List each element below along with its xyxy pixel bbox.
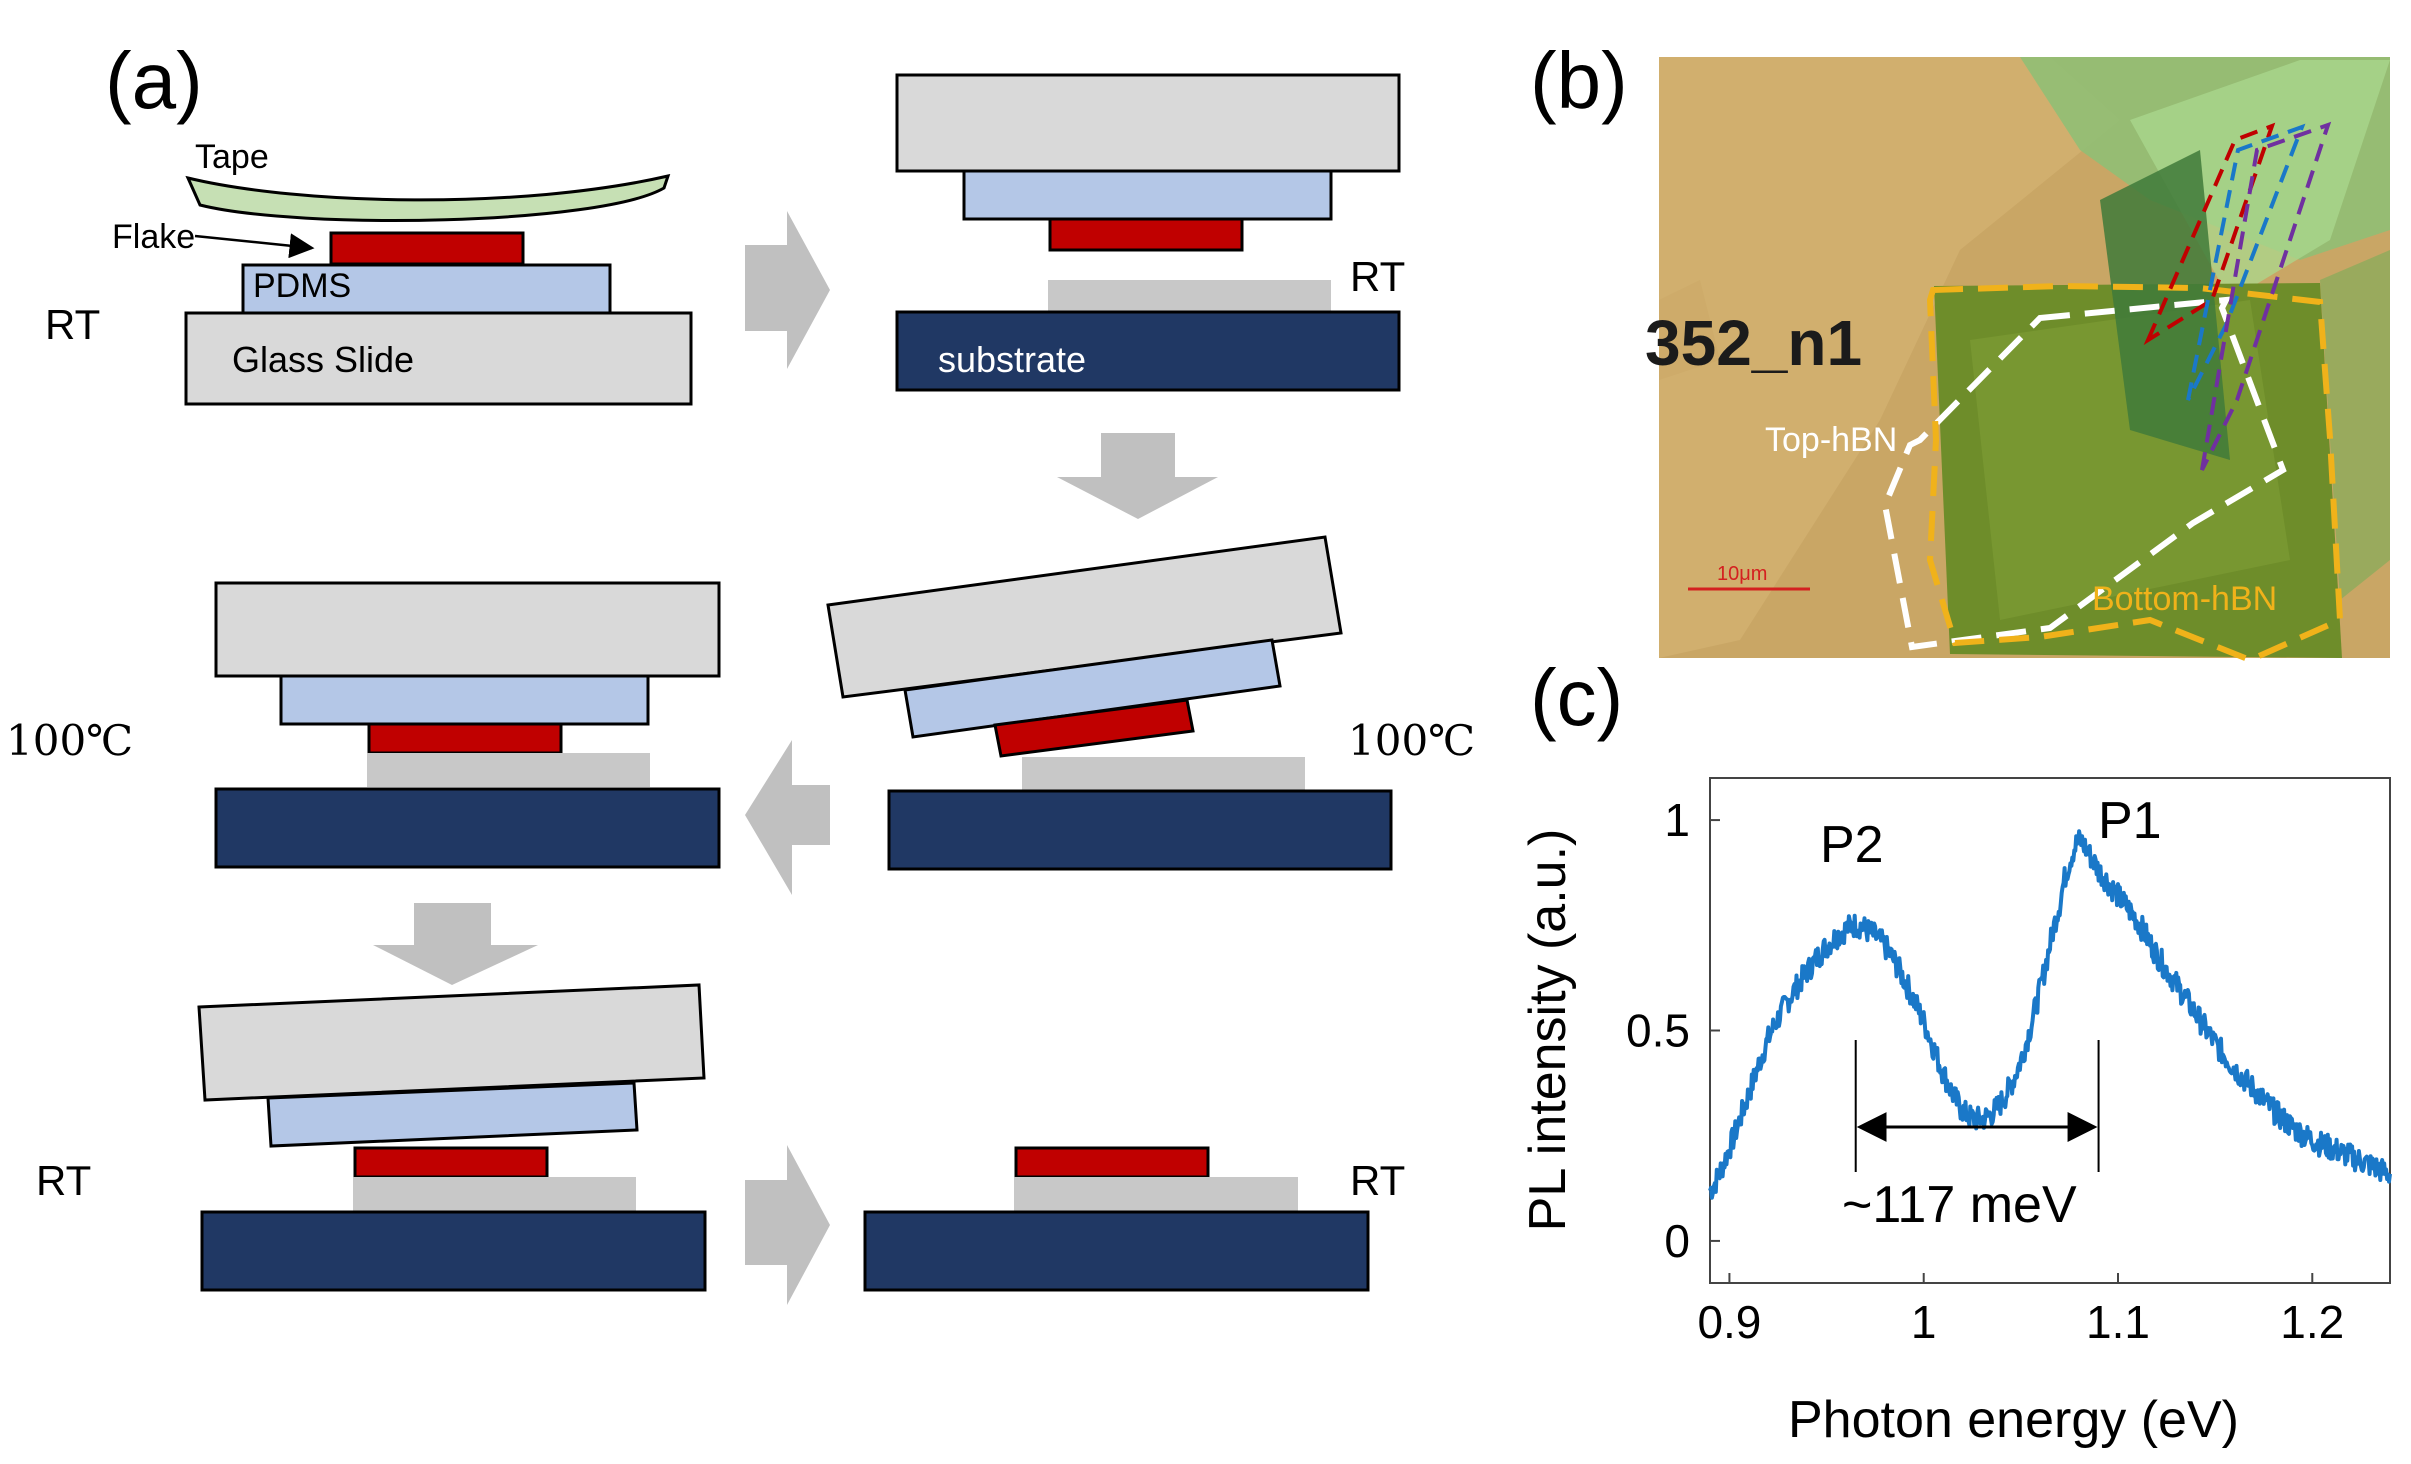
arrow-left-icon [745,740,830,895]
separation-label: ~117 meV [1842,1176,2077,1234]
pl-spectrum-chart: 0.9 1 1.1 1.2 0 0.5 1 P1 P2 ~117 meV Photon en… [1519,777,2392,1449]
arrow-right-icon [745,1145,830,1305]
x-tick-label: 0.9 [1697,1296,1761,1348]
panel-c-label: (c) [1530,653,1623,742]
glass-slide-block [826,535,1343,699]
substrate-label: substrate [938,339,1086,380]
flake-shape [1048,217,1244,252]
optical-micrograph: 352_n1 Top-hBN Bottom-hBN 10μm [1645,57,2390,664]
arrow-down-icon [1057,433,1218,519]
y-axis-label: PL intensity (a.u.) [1519,829,1577,1232]
bottom-hbn-outline [1926,282,2344,664]
step1-stack: Tape Flake PDMS Glass Slide RT [45,138,693,406]
flake-shape [353,1146,549,1179]
panel-a-label: (a) [105,36,203,125]
pdms-label: PDMS [253,267,351,305]
tape-label: Tape [195,138,269,176]
x-tick-label: 1.1 [2086,1296,2150,1348]
arrow-right-icon [745,211,830,369]
peak-label-p2: P2 [1820,816,1884,874]
substrate-block [200,1210,707,1292]
temp-label-step4: 100℃ [6,716,133,765]
scale-bar-label: 10μm [1717,563,1767,585]
flake-outline-red [2143,122,2276,346]
flake-label: Flake [112,218,195,256]
pdms-block [279,674,650,726]
sample-id-text: 352_n1 [1645,307,1862,379]
temp-label-step3: 100℃ [1348,716,1475,765]
flake-pointer-arrow [194,233,315,259]
pdms-block [266,1081,639,1148]
step3-stack: 100℃ [826,535,1475,871]
glass-slide-block [197,983,706,1102]
peak-label-p1: P1 [2098,792,2162,850]
hbn-flake [353,1177,636,1211]
flake-shape [367,722,563,755]
y-tick-label: 1 [1664,794,1690,846]
top-hbn-label: Top-hBN [1765,421,1897,459]
x-tick-label: 1 [1911,1296,1937,1348]
temp-label-step1: RT [45,301,100,348]
pdms-block [962,169,1333,221]
process-arrows [373,211,1218,1305]
y-tick-label: 0 [1664,1215,1690,1267]
substrate-block [863,1210,1370,1292]
x-tick-label: 1.2 [2280,1296,2344,1348]
glass-slide-label: Glass Slide [232,339,414,380]
substrate-block [887,789,1393,871]
hbn-flake [1048,280,1331,314]
hbn-flake [367,753,650,787]
arrow-down-icon [373,903,538,985]
flake-shape [1014,1146,1210,1179]
series-line [1708,829,2392,1200]
glass-slide-block [184,311,693,406]
flake-shape [329,231,525,266]
glass-slide-block [895,73,1401,173]
panel-b-label: (b) [1530,36,1628,125]
top-hbn-outline [1881,296,2287,651]
temp-label-step6: RT [1350,1157,1405,1204]
temp-label-step2: RT [1350,253,1405,300]
step2-stack: substrate RT [895,73,1405,392]
step4-stack: 100℃ [6,581,721,869]
hbn-flake [1022,757,1305,791]
flake-outline-purple [2200,121,2332,471]
plot-frame [1709,777,2391,1284]
pdms-block [903,638,1282,739]
glass-slide-block [214,581,721,678]
flake-outline-blue [2186,123,2306,401]
substrate-block [214,787,721,869]
step6-stack: RT [863,1146,1405,1292]
pdms-block [241,263,612,315]
bottom-hbn-label: Bottom-hBN [2092,580,2277,618]
hbn-flake [1014,1177,1298,1211]
x-axis-label: Photon energy (eV) [1788,1391,2239,1449]
temp-label-step5: RT [36,1157,91,1204]
flake-shape [993,698,1195,758]
step5-stack: RT [36,983,707,1292]
substrate-block [895,310,1401,392]
tape-shape [185,173,671,222]
y-tick-label: 0.5 [1626,1005,1690,1057]
chart-ticks: 0.9 1 1.1 1.2 0 0.5 1 [1626,794,2344,1348]
